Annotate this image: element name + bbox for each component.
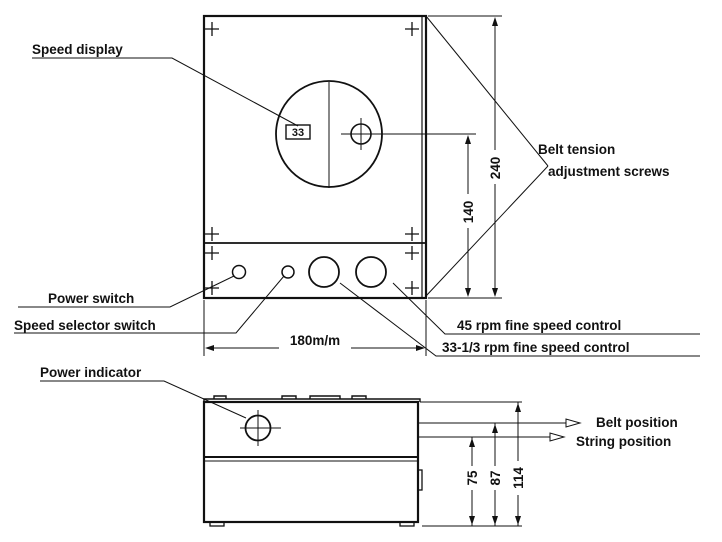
fine-control-33-knob <box>355 256 387 288</box>
rim-bump <box>281 395 297 399</box>
leader-belt-screw-bottom <box>425 165 549 297</box>
width-label-bg <box>279 332 351 352</box>
string-position-arrowhead <box>549 432 566 442</box>
leader-fine-33 <box>339 282 700 357</box>
leader-power-switch <box>18 275 235 308</box>
side-view: Belt position String position 75 87 114 … <box>40 365 678 527</box>
dim-75-label: 75 <box>465 470 480 486</box>
callout-string-position: String position <box>576 434 671 449</box>
screw-mark <box>205 227 219 241</box>
callout-belt-tension-line2: adjustment screws <box>548 164 670 179</box>
screw-mark <box>405 22 419 36</box>
rim-bump <box>309 395 341 399</box>
fine-control-45-knob <box>308 256 340 288</box>
speed-display-digits: 33 <box>292 127 304 139</box>
dim-75-arrows <box>469 438 475 525</box>
callout-speed-display: Speed display <box>32 42 123 57</box>
callout-fine-33: 33-1/3 rpm fine speed control <box>442 340 630 355</box>
width-dimension-label: 180m/m <box>290 333 340 348</box>
side-view-right-bump <box>417 469 423 491</box>
rim-bump <box>213 395 227 399</box>
side-view-body-outline <box>202 400 420 524</box>
rim-bump <box>351 395 367 399</box>
dim-87-label: 87 <box>488 470 503 485</box>
callout-belt-position: Belt position <box>596 415 678 430</box>
screw-mark <box>405 227 419 241</box>
leader-power-indicator <box>40 380 247 419</box>
top-view-body-outline <box>202 14 428 300</box>
speed-selector-knob <box>281 265 295 279</box>
screw-mark <box>205 281 219 295</box>
side-view-foot-left <box>209 521 225 527</box>
rim-line <box>203 398 421 402</box>
dim-75-label-bg <box>460 466 484 490</box>
callout-fine-45: 45 rpm fine speed control <box>457 318 621 333</box>
leader-belt-screw-top <box>425 15 549 167</box>
callout-belt-tension-line1: Belt tension <box>538 142 615 157</box>
dim-114-label-bg <box>506 461 530 495</box>
side-view-foot-right <box>399 521 415 527</box>
screw-mark <box>405 281 419 295</box>
speed-display-box <box>285 124 311 140</box>
dim-114-label: 114 <box>511 467 526 489</box>
callout-power-indicator: Power indicator <box>40 365 142 380</box>
screw-mark <box>205 246 219 260</box>
callout-power-switch: Power switch <box>48 291 134 306</box>
leader-speed-display <box>32 57 299 127</box>
height-240-label: 240 <box>488 157 503 180</box>
top-view: 33 180m/m 240 140 <box>14 14 700 357</box>
spindle-140-label: 140 <box>461 201 476 224</box>
belt-position-arrowhead <box>565 418 582 428</box>
spindle-140-label-bg <box>456 194 480 228</box>
screw-mark <box>405 246 419 260</box>
leader-speed-selector <box>14 275 285 334</box>
power-switch-knob <box>231 264 247 280</box>
leader-fine-45 <box>392 282 700 335</box>
corner-screw-marks <box>205 22 419 295</box>
dim-87-label-bg <box>483 466 507 490</box>
height-240-label-bg <box>483 150 507 184</box>
side-view-top-rim <box>203 395 421 402</box>
screw-mark <box>205 22 219 36</box>
callout-speed-selector: Speed selector switch <box>14 318 156 333</box>
top-view-leader-lines <box>14 15 700 357</box>
